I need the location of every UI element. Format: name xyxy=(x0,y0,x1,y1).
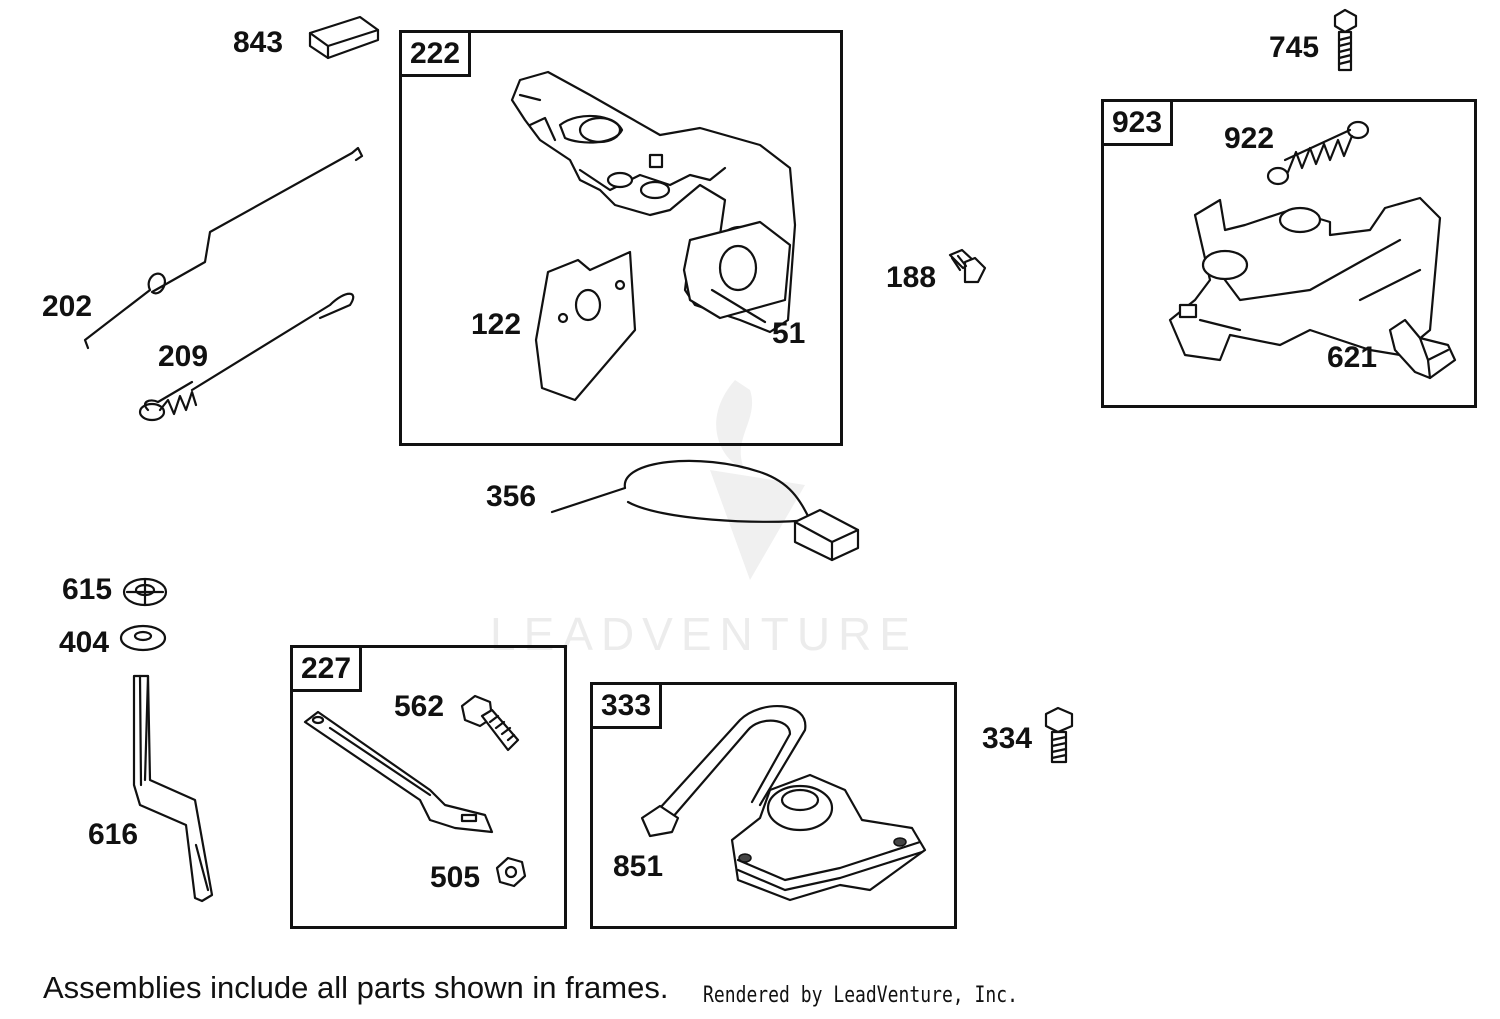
callout-334[interactable]: 334 xyxy=(982,722,1033,755)
callout-209[interactable]: 209 xyxy=(158,340,209,373)
callout-562[interactable]: 562 xyxy=(394,690,445,723)
assembly-tag-333[interactable]: 333 xyxy=(590,682,663,729)
callout-615[interactable]: 615 xyxy=(62,573,113,606)
part-562-bolt[interactable] xyxy=(460,694,520,752)
frame-227: 227 xyxy=(290,645,567,929)
part-333-armature[interactable] xyxy=(640,704,927,902)
assembly-tag-227[interactable]: 227 xyxy=(290,645,363,692)
leader-51 xyxy=(710,288,767,324)
assembly-tag-222[interactable]: 222 xyxy=(399,30,472,77)
callout-51[interactable]: 51 xyxy=(772,317,806,350)
assemblies-note: Assemblies include all parts shown in fr… xyxy=(43,970,669,1005)
part-188-bolt[interactable] xyxy=(948,248,987,284)
callout-843[interactable]: 843 xyxy=(233,26,284,59)
frame-222: 222 xyxy=(399,30,843,446)
part-616-lever[interactable] xyxy=(132,674,214,903)
callout-616[interactable]: 616 xyxy=(88,818,139,851)
watermark-text: LEADVENTURE xyxy=(490,608,918,660)
render-credit: Rendered by LeadVenture, Inc. xyxy=(703,983,1018,1008)
part-122-plate[interactable] xyxy=(534,250,637,402)
frame-333: 333 xyxy=(590,682,957,929)
part-843-clip[interactable] xyxy=(308,15,380,60)
part-356-wire[interactable] xyxy=(550,459,860,562)
part-922-spring[interactable] xyxy=(1266,120,1370,186)
callout-356[interactable]: 356 xyxy=(486,480,537,513)
assembly-tag-923[interactable]: 923 xyxy=(1101,99,1174,146)
part-227-lever[interactable] xyxy=(303,710,494,834)
callout-202[interactable]: 202 xyxy=(42,290,93,323)
part-615-nut[interactable] xyxy=(122,577,168,607)
frame-923: 923 xyxy=(1101,99,1477,408)
callout-404[interactable]: 404 xyxy=(59,626,110,659)
callout-122[interactable]: 122 xyxy=(471,308,522,341)
part-621-clip[interactable] xyxy=(1388,318,1457,380)
part-209-spring[interactable] xyxy=(138,292,355,422)
callout-621[interactable]: 621 xyxy=(1327,341,1378,374)
part-745-bolt[interactable] xyxy=(1333,8,1358,72)
part-51-gasket[interactable] xyxy=(682,220,792,320)
part-404-washer[interactable] xyxy=(119,624,167,652)
part-505-nut[interactable] xyxy=(495,856,527,888)
callout-851[interactable]: 851 xyxy=(613,850,664,883)
part-923-bracket[interactable] xyxy=(1168,196,1442,362)
callout-745[interactable]: 745 xyxy=(1269,31,1320,64)
part-202-governor-link[interactable] xyxy=(83,146,364,350)
callout-505[interactable]: 505 xyxy=(430,861,481,894)
part-334-bolt[interactable] xyxy=(1044,706,1074,764)
callout-188[interactable]: 188 xyxy=(886,261,937,294)
callout-922[interactable]: 922 xyxy=(1224,122,1275,155)
